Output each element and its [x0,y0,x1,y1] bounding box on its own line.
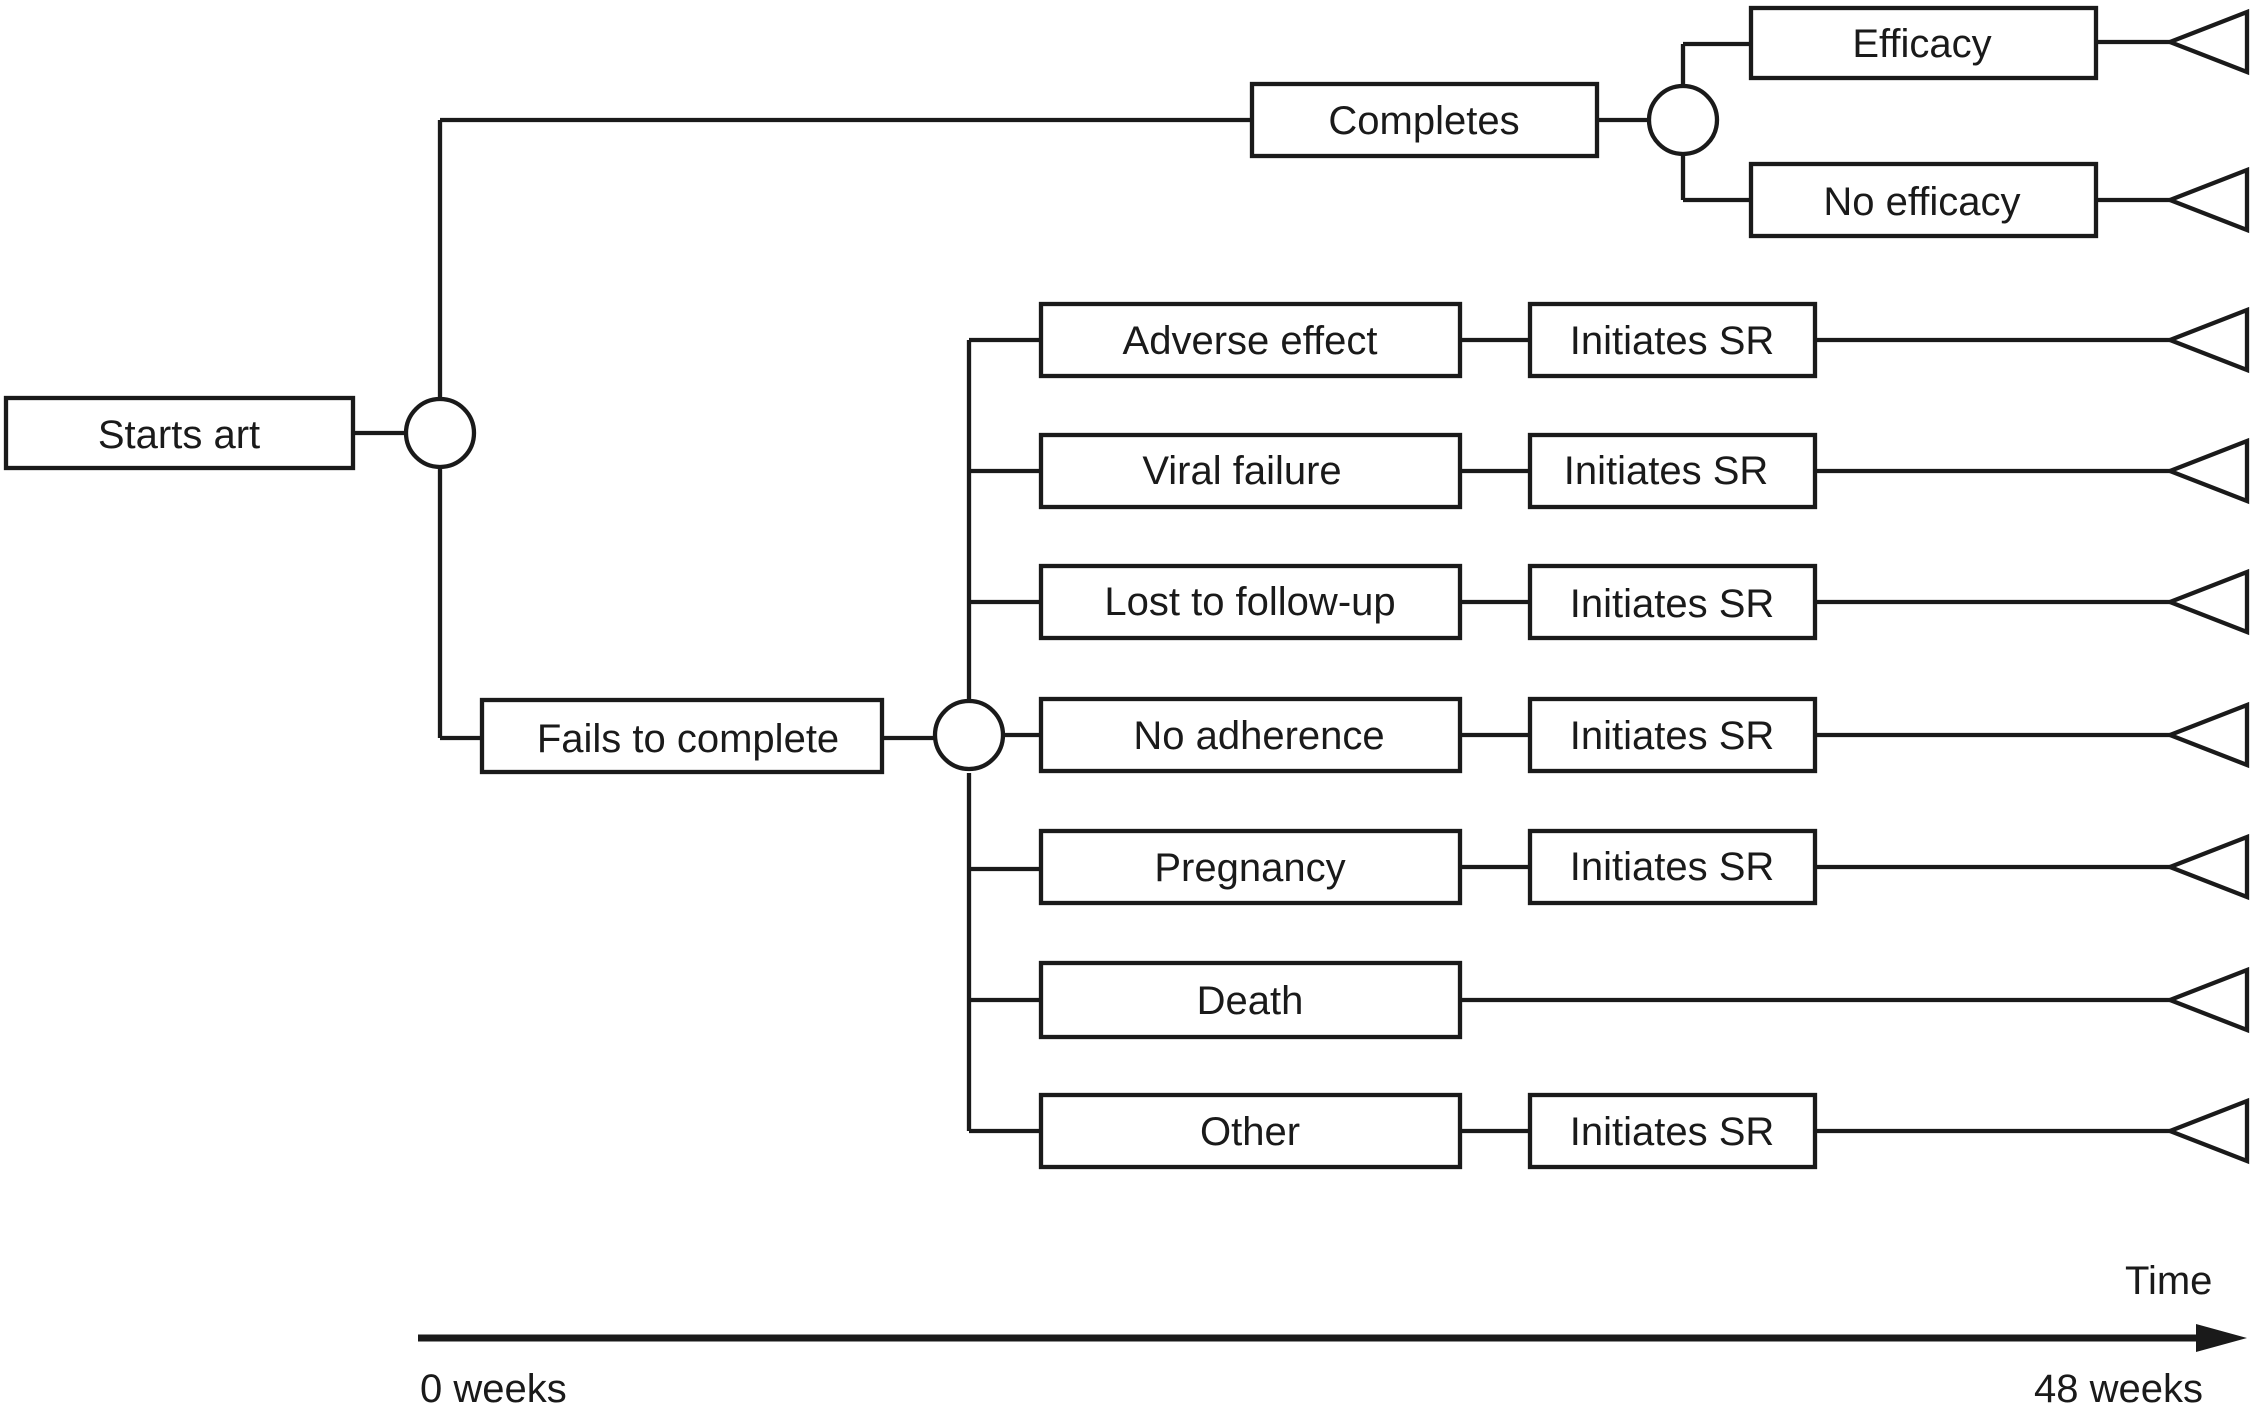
terminal-node-adverse [2164,306,2250,374]
node-pregnancy-label: Pregnancy [1154,846,1345,890]
switch-node-viral: Initiates SR [1527,432,1818,510]
node-completes: Completes [1249,81,1600,159]
node-adherence-label: No adherence [1133,714,1384,758]
switch-label: Initiates SR [1570,582,1775,626]
switch-node-other: Initiates SR [1527,1092,1818,1170]
time-axis: Time 0 weeks 48 weeks [418,1259,2247,1410]
time-axis-end-label: 48 weeks [2034,1367,2203,1410]
terminal-node-viral [2164,437,2250,505]
node-completes-label: Completes [1328,99,1519,143]
node-lost: Lost to follow-up [1038,563,1463,641]
node-death: Death [1038,960,1463,1040]
node-no-efficacy-label: No efficacy [1823,180,2020,224]
terminal-node-other [2164,1097,2250,1165]
node-adherence: No adherence [1038,696,1463,774]
connector-lines [353,39,2172,1134]
node-viral-label: Viral failure [1142,449,1341,493]
terminal-node-no-efficacy [2164,166,2250,234]
node-lost-label: Lost to follow-up [1104,580,1395,624]
node-death-label: Death [1197,979,1304,1023]
switch-node-adherence: Initiates SR [1527,696,1818,774]
terminal-node-lost [2164,568,2250,636]
switch-label: Initiates SR [1570,319,1775,363]
node-efficacy: Efficacy [1748,5,2099,81]
node-adverse-label: Adverse effect [1123,319,1378,363]
node-fails-label: Fails to complete [537,717,839,761]
switch-label: Initiates SR [1570,845,1775,889]
time-axis-start-label: 0 weeks [420,1367,567,1410]
chance-node-start [403,396,477,470]
terminal-nodes [2164,8,2250,1165]
node-pregnancy: Pregnancy [1038,828,1463,906]
terminal-node-death [2164,966,2250,1034]
switch-node-lost: Initiates SR [1527,563,1818,641]
node-adverse: Adverse effect [1038,301,1463,379]
switch-node-pregnancy: Initiates SR [1527,828,1818,906]
time-axis-arrowhead [2196,1324,2247,1352]
node-start-label: Starts art [98,413,260,457]
terminal-node-adherence [2164,701,2250,769]
time-axis-label: Time [2125,1259,2212,1303]
node-other: Other [1038,1092,1463,1170]
node-no-efficacy: No efficacy [1748,161,2099,239]
terminal-node-efficacy [2164,8,2250,76]
node-fails: Fails to complete [479,697,885,775]
node-viral: Viral failure [1038,432,1463,510]
node-efficacy-label: Efficacy [1852,22,1991,66]
terminal-node-pregnancy [2164,833,2250,901]
chance-node-fails [932,698,1006,772]
chance-node-completes [1646,83,1720,157]
switch-node-adverse: Initiates SR [1527,301,1818,379]
switch-label: Initiates SR [1564,449,1769,493]
switch-label: Initiates SR [1570,1110,1775,1154]
switch-label: Initiates SR [1570,714,1775,758]
node-other-label: Other [1200,1110,1300,1154]
node-start: Starts art [3,395,356,471]
